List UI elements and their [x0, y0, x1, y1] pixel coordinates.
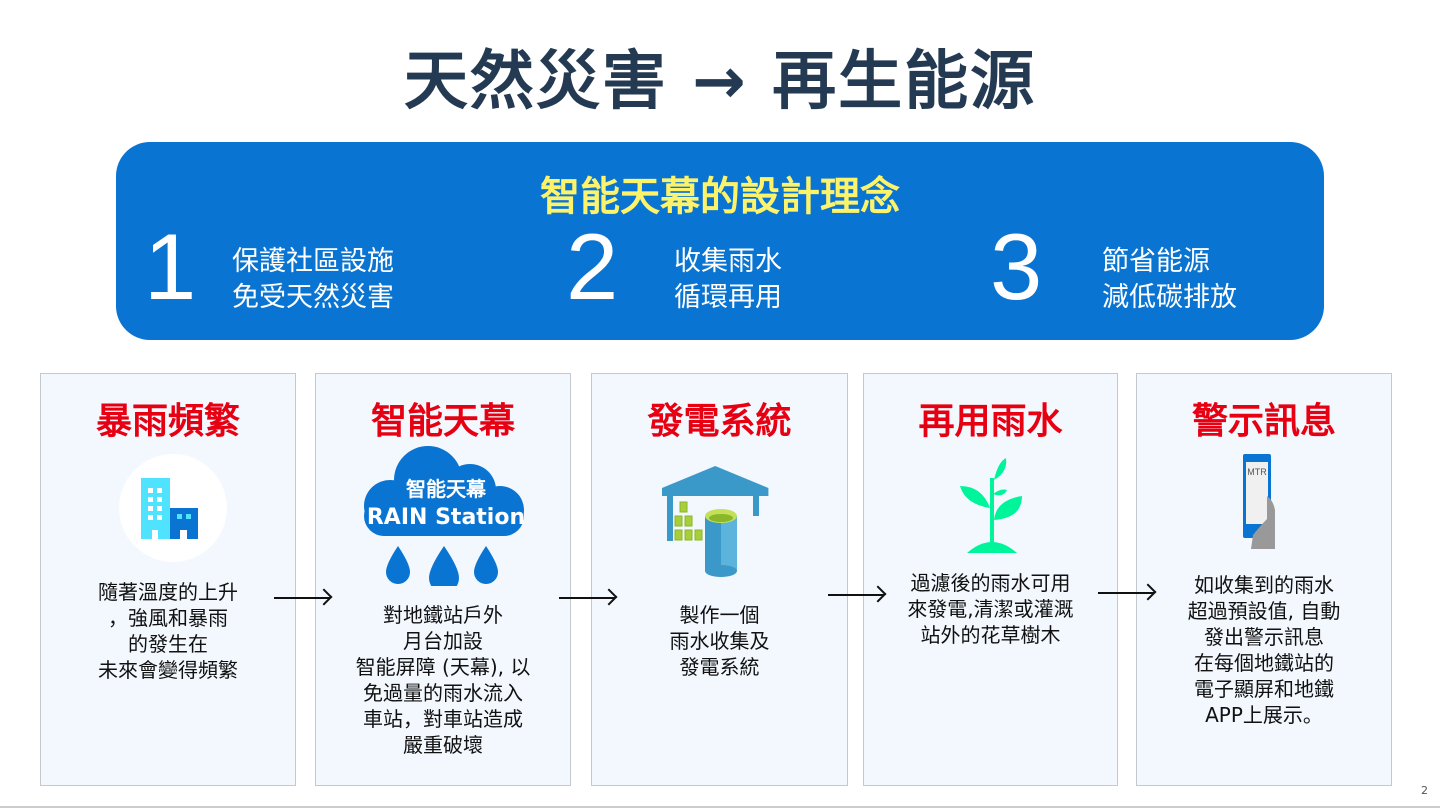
desc-line: 智能屏障 (天幕), 以: [355, 655, 531, 679]
point-number: 2: [566, 214, 619, 319]
page-number: 2: [1421, 784, 1428, 797]
point-number: 3: [990, 214, 1043, 319]
point-line: 免受天然災害: [232, 282, 394, 313]
card-power-system: 發電系統 製作一個雨水收集及發電系統: [591, 373, 848, 786]
card-heading: 再用雨水: [918, 401, 1063, 442]
desc-line: APP上展示。: [1205, 703, 1323, 727]
card-heavy-rain: 暴雨頻繁 隨著溫度的上升，強風和暴雨的發生在未來會變得頻繁: [40, 373, 296, 786]
point-text: 節省能源減低碳排放: [1102, 244, 1237, 316]
desc-line: ，強風和暴雨: [108, 606, 228, 630]
card-description: 製作一個雨水收集及發電系統: [592, 602, 847, 680]
desc-line: 發電系統: [679, 655, 760, 679]
point-line: 保護社區設施: [232, 246, 394, 277]
desc-line: 來發電,清潔或灌溉: [907, 597, 1074, 621]
desc-line: 月台加設: [403, 629, 483, 653]
card-smart-canopy: 智能天幕 智能天幕 RAIN Station 對地鐵站戶外月台加設智能屏障 (天…: [315, 373, 571, 786]
desc-line: 未來會變得頻繁: [98, 658, 238, 682]
card-heading: 暴雨頻繁: [95, 401, 240, 442]
rain-cloud-icon: 智能天幕 RAIN Station: [364, 446, 525, 586]
logo-text: RAIN Station: [367, 505, 525, 530]
desc-line: 隨著溫度的上升: [98, 580, 238, 604]
desc-line: 過濾後的雨水可用: [910, 571, 1071, 595]
card-reuse-rainwater: 再用雨水 過濾後的雨水可用來發電,清潔或灌溉站外的花草樹木: [863, 373, 1118, 786]
divider: [0, 806, 1440, 808]
desc-line: 超過預設值, 自動: [1187, 599, 1341, 623]
point-line: 收集雨水: [674, 246, 782, 277]
point-line: 減低碳排放: [1102, 282, 1237, 313]
logo-text: 智能天幕: [406, 477, 487, 501]
banner-title: 智能天幕的設計理念: [540, 174, 900, 220]
flow-arrow-icon: [828, 594, 884, 596]
warehouse-storage-icon: [662, 466, 769, 577]
desc-line: 在每個地鐵站的: [1194, 651, 1334, 675]
card-description: 隨著溫度的上升，強風和暴雨的發生在未來會變得頻繁: [41, 579, 295, 683]
desc-line: 嚴重破壞: [403, 733, 483, 757]
phone-icon: MTR: [1243, 454, 1275, 549]
flow-arrow-icon: [1098, 592, 1154, 594]
desc-line: 站外的花草樹木: [920, 623, 1061, 647]
point-line: 循環再用: [674, 282, 782, 313]
desc-line: 車站，對車站造成: [363, 707, 523, 731]
card-alert-message: 警示訊息 MTR 如收集到的雨水超過預設值, 自動發出警示訊息在每個地鐵站的電子…: [1136, 373, 1392, 786]
desc-line: 發出警示訊息: [1204, 625, 1324, 649]
buildings-icon: [119, 454, 227, 562]
desc-line: 對地鐵站戶外: [383, 603, 503, 627]
card-heading: 發電系統: [647, 401, 792, 442]
flow-arrow-icon: [274, 597, 330, 599]
flow-arrow-icon: [559, 597, 615, 599]
point-line: 節省能源: [1102, 246, 1210, 277]
card-description: 過濾後的雨水可用來發電,清潔或灌溉站外的花草樹木: [864, 570, 1117, 648]
desc-line: 如收集到的雨水: [1194, 573, 1334, 597]
card-heading: 警示訊息: [1191, 401, 1336, 442]
desc-line: 雨水收集及: [669, 629, 770, 653]
desc-line: 電子顯屏和地鐵: [1194, 677, 1334, 701]
desc-line: 免過量的雨水流入: [363, 681, 523, 705]
design-concept-banner: 智能天幕的設計理念 1 保護社區設施免受天然災害 2 收集雨水循環再用 3 節省…: [116, 142, 1324, 340]
desc-line: 的發生在: [128, 632, 208, 656]
point-text: 保護社區設施免受天然災害: [232, 244, 394, 316]
slide-title: 天然災害 → 再生能源: [403, 45, 1037, 119]
point-text: 收集雨水循環再用: [674, 244, 782, 316]
card-heading: 智能天幕: [370, 401, 515, 442]
phone-label: MTR: [1247, 467, 1267, 477]
point-number: 1: [144, 214, 197, 319]
plant-icon: [960, 458, 1022, 553]
card-description: 對地鐵站戶外月台加設智能屏障 (天幕), 以免過量的雨水流入車站，對車站造成嚴重…: [316, 602, 570, 758]
desc-line: 製作一個: [679, 603, 760, 627]
